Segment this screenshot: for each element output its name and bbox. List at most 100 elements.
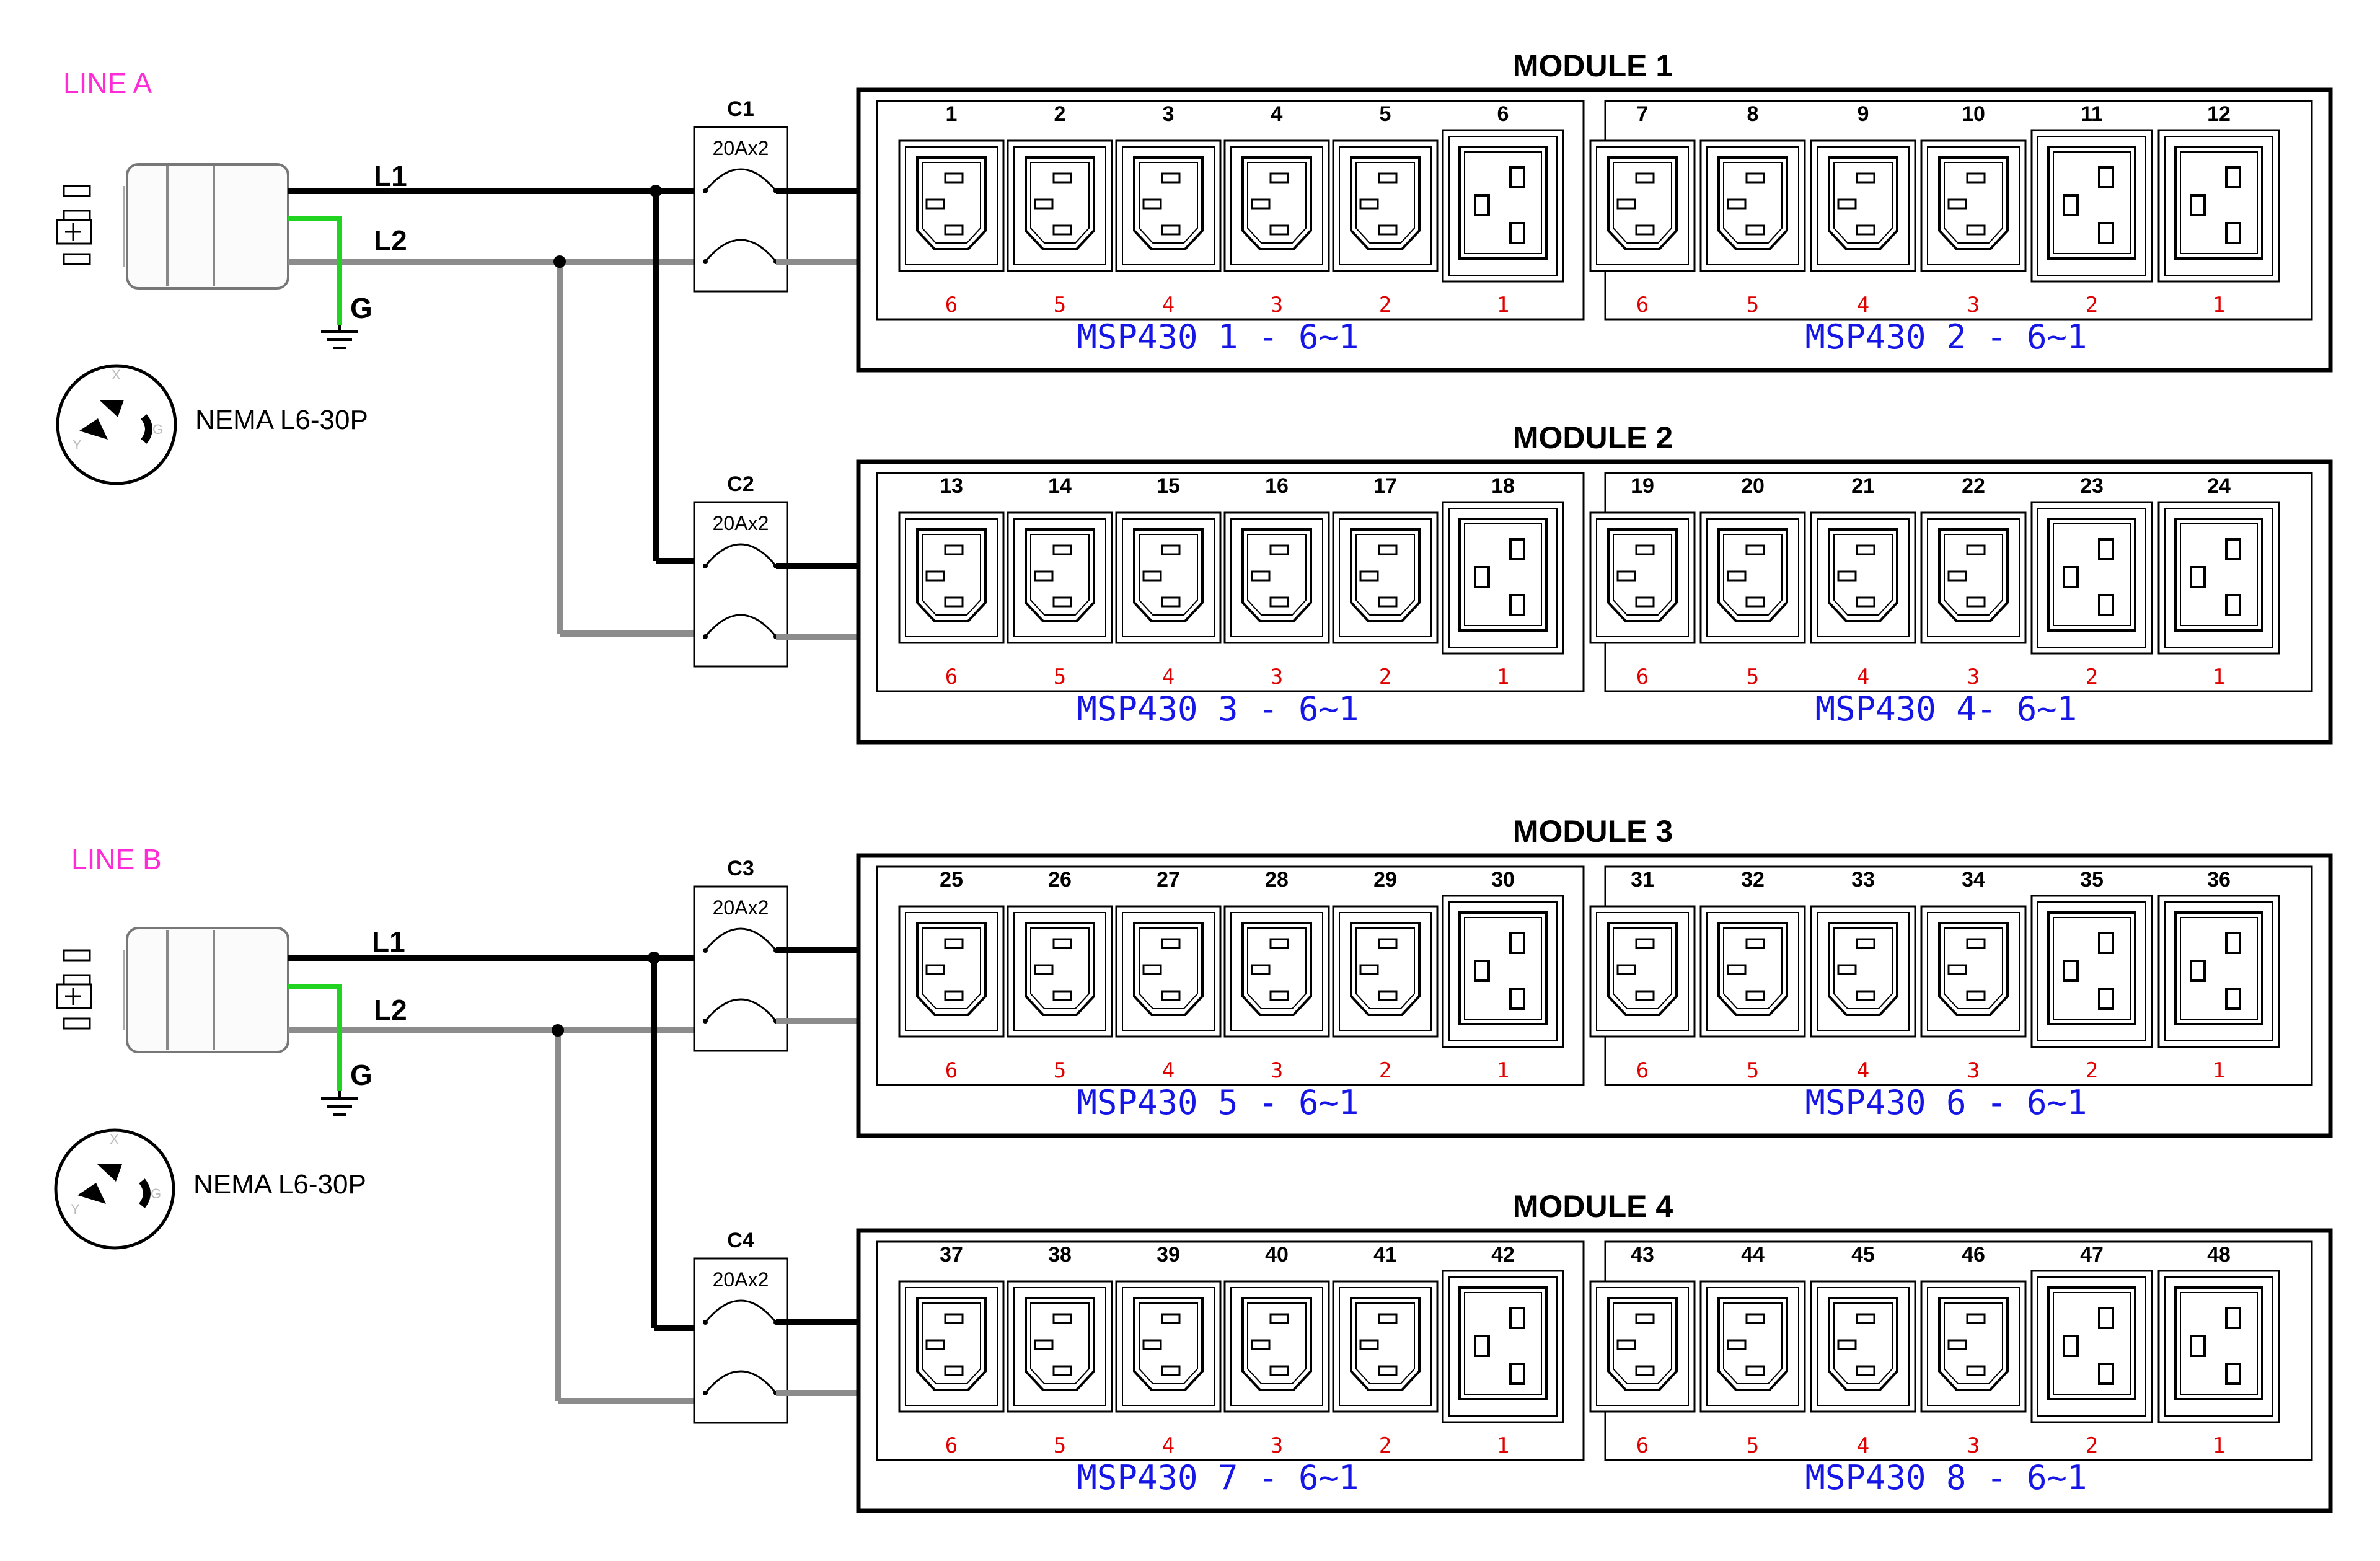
outlet-number: 13 [940,474,963,498]
outlet-number: 10 [1962,102,1985,126]
msp430-label: MSP430 4- 6~1 [1815,689,2078,728]
c19-outlet-icon [1442,1270,1564,1423]
channel-number: 2 [2086,293,2098,317]
channel-number: 4 [1857,665,1869,689]
outlet-number: 40 [1265,1243,1289,1267]
breaker-name: C1 [727,97,754,121]
breaker-pole-icon [704,239,777,262]
c19-outlet-icon [2030,1270,2153,1423]
outlet-number: 15 [1157,474,1180,498]
c13-outlet-icon [1332,1280,1439,1413]
line-a-ground-label: G [350,292,372,324]
channel-number: 6 [1636,1058,1649,1083]
outlet-number: 22 [1962,474,1985,498]
line-a: LINE A L1 L2 G [56,67,707,637]
channel-number: 3 [1271,1433,1283,1458]
outlet-number: 18 [1491,474,1515,498]
channel-number: 4 [1162,1058,1175,1083]
line-b-plug-icon [56,927,289,1053]
outlet-number: 25 [940,868,963,891]
msp430-label: MSP430 5 - 6~1 [1077,1083,1359,1122]
breaker-rating: 20Ax2 [713,1268,769,1291]
channel-number: 5 [1054,665,1066,689]
channel-number: 5 [1747,1058,1759,1083]
line-a-l2-junction [553,255,566,268]
line-b-l1-junction [648,952,660,964]
module-title: MODULE 1 [1513,48,1673,83]
channel-number: 6 [945,293,958,317]
c13-outlet-icon [1115,139,1222,272]
outlet-number: 4 [1271,102,1283,126]
outlet-number: 2 [1054,102,1066,126]
outlet-number: 12 [2207,102,2231,126]
breaker-name: C3 [727,857,754,880]
outlet-number: 34 [1962,868,1985,891]
msp430-label: MSP430 2 - 6~1 [1805,317,2087,356]
c13-outlet-icon [1810,1280,1916,1413]
outlet-number: 39 [1157,1243,1180,1267]
line-b-pin-g-label: G [151,1186,161,1201]
channel-number: 6 [1636,665,1649,689]
channel-number: 1 [1497,665,1509,689]
c13-outlet-icon [1332,139,1439,272]
c13-outlet-icon [1223,1280,1330,1413]
c13-outlet-icon [1115,511,1222,644]
msp430-label: MSP430 3 - 6~1 [1077,689,1359,728]
outlet-number: 23 [2080,474,2104,498]
outlet-number: 24 [2207,474,2231,498]
msp430-label: MSP430 6 - 6~1 [1805,1083,2087,1122]
channel-number: 4 [1857,1058,1869,1083]
breaker-pole-icon [704,1370,777,1394]
module-title: MODULE 2 [1513,420,1673,455]
c13-outlet-icon [1589,139,1696,272]
channel-number: 3 [1271,293,1283,317]
c13-outlet-icon [1223,905,1330,1038]
outlet-number: 28 [1265,868,1289,891]
c13-outlet-icon [1589,511,1696,644]
line-a-pin-x-label: X [112,367,121,383]
channel-number: 1 [1497,1433,1509,1458]
c19-outlet-icon [2030,129,2153,283]
outlet-number: 11 [2081,102,2103,126]
c13-outlet-icon [1007,1280,1113,1413]
outlet-number: 30 [1491,868,1515,891]
line-a-pin-y-label: Y [73,437,82,453]
breaker-name: C4 [727,1229,754,1252]
outlet-number: 31 [1631,868,1654,891]
c13-outlet-icon [1589,1280,1696,1413]
line-a-label: LINE A [63,67,152,99]
breaker-rating: 20Ax2 [713,512,769,534]
line-a-l1-junction [650,185,662,197]
line-a-ground-wire [288,216,342,325]
c13-outlet-icon [1332,511,1439,644]
outlet-number: 41 [1373,1243,1397,1267]
outlet-number: 37 [940,1243,963,1267]
outlet-number: 14 [1048,474,1072,498]
outlet-number: 1 [946,102,958,126]
c13-outlet-icon [1920,905,2027,1038]
c13-outlet-icon [898,511,1005,644]
c13-outlet-icon [1007,905,1113,1038]
c19-outlet-icon [1442,501,1564,655]
c13-outlet-icon [1810,139,1916,272]
outlet-number: 9 [1858,102,1869,126]
outlet-number: 26 [1048,868,1072,891]
module-title: MODULE 3 [1513,814,1673,849]
channel-number: 3 [1967,1433,1980,1458]
line-b-ground-icon [321,1091,358,1116]
outlet-group-frame [876,472,1585,692]
line-b-pin-y-label: Y [71,1201,80,1217]
channel-number: 3 [1271,665,1283,689]
channel-number: 6 [945,1058,958,1083]
outlet-group-frame [876,100,1585,321]
c19-outlet-icon [1442,895,1564,1048]
